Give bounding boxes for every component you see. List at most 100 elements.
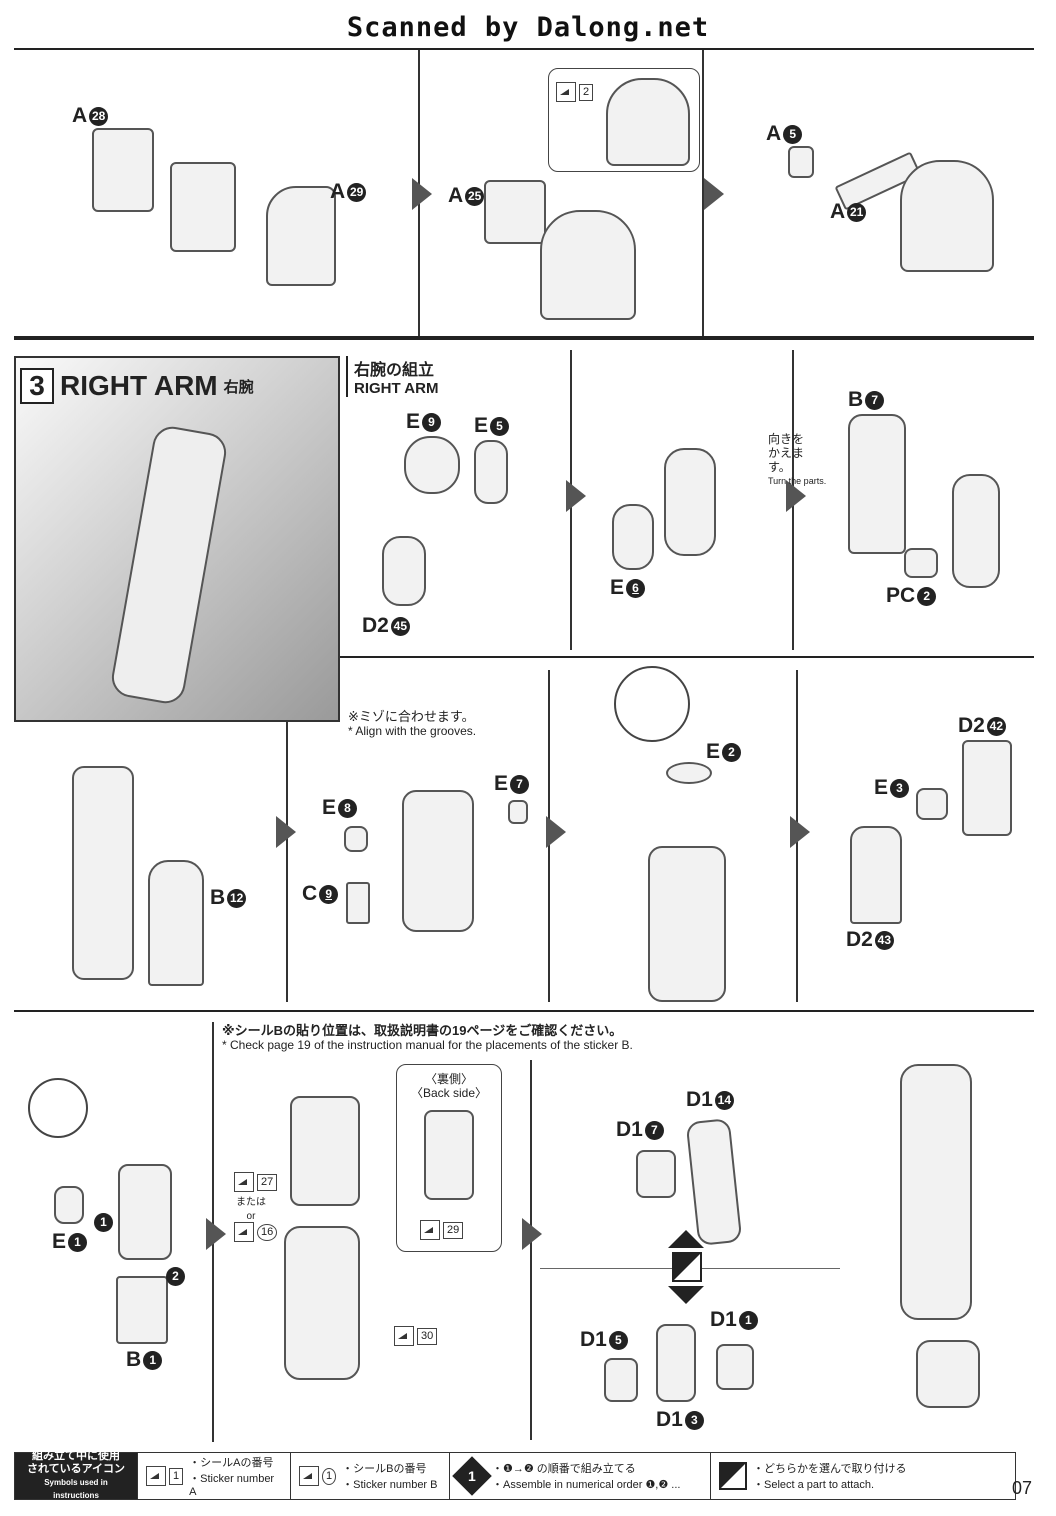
part-d11 (716, 1344, 754, 1390)
legend-order: 1 ・❶→❷ の順番で組み立てる・Assemble in numerical o… (450, 1453, 711, 1499)
step-arrow (786, 480, 806, 512)
sticker-b27: 27 (234, 1172, 278, 1192)
arm-subassembly (72, 766, 134, 980)
section-title-en: RIGHT ARM (60, 370, 218, 401)
sticker-b-note: ※シールBの貼り位置は、取扱説明書の19ページをご確認ください。 * Check… (222, 1023, 633, 1053)
legend-sticker-a: 1 ・シールAの番号・Sticker number A (138, 1453, 291, 1499)
or-note: または or (236, 1196, 266, 1224)
sticker-a2: 2 (556, 82, 594, 102)
step-arrow (546, 816, 566, 848)
sticker-b30: 30 (394, 1326, 438, 1346)
part-d13 (656, 1324, 696, 1402)
sticker-b-icon (234, 1222, 254, 1242)
part-d242 (962, 740, 1012, 836)
sub-heading-jp: 右腕の組立 (354, 362, 435, 379)
groove-note: ※ミゾに合わせます。 * Align with the grooves. (348, 709, 477, 739)
detail-bubble (28, 1078, 88, 1138)
part-b7 (848, 414, 906, 554)
part-e9 (404, 436, 460, 494)
section-title-jp: 右腕 (223, 378, 254, 396)
back-side-label: 〈裏側〉 〈Back side〉 (404, 1072, 494, 1100)
section3-box: 3 RIGHT ARM 右腕 (14, 356, 340, 722)
elbow-assembly (402, 790, 474, 932)
section-title: 3 RIGHT ARM 右腕 (20, 368, 254, 404)
forearm-joint (952, 474, 1000, 588)
hand-base (118, 1164, 172, 1260)
sticker-b-icon (299, 1466, 319, 1486)
order-2: 2 (164, 1264, 185, 1288)
sub-heading: 右腕の組立 RIGHT ARM (346, 356, 438, 397)
or-en: or (246, 1211, 256, 1222)
forearm-part (290, 1096, 360, 1206)
legend-head: 組み立て中に使用 されているアイコン Symbols used in instr… (15, 1450, 138, 1500)
part-b1 (116, 1276, 168, 1344)
step-arrow (566, 480, 586, 512)
part-b12 (148, 860, 204, 986)
right-arm-preview (108, 423, 230, 707)
row1-divider-v2 (702, 50, 704, 336)
part-e1 (54, 1186, 84, 1224)
turn-note-jp: 向きを かえます。 (768, 432, 805, 474)
row3-divider (14, 1010, 1034, 1012)
section-number: 3 (20, 368, 54, 404)
forearm-assembly (284, 1226, 360, 1380)
part-pc2 (904, 548, 938, 578)
row4-divider-v2 (530, 1060, 532, 1440)
part-d114 (685, 1118, 743, 1246)
sticker-a-icon (556, 82, 576, 102)
hand-complete (916, 1340, 980, 1408)
legend-sticker-b: 1 ・シールBの番号・Sticker number B (291, 1453, 450, 1499)
head-assembly (540, 210, 636, 320)
or-jp: または (236, 1197, 266, 1208)
sticker-a-icon (420, 1220, 440, 1240)
part-a28 (92, 128, 154, 212)
shoulder-joint (664, 448, 716, 556)
select-part-icon (672, 1252, 702, 1282)
groove-note-en: * Align with the grooves. (348, 724, 477, 738)
step-arrow (704, 178, 724, 210)
groove-note-jp: ※ミゾに合わせます。 (348, 709, 475, 724)
sticker-b16: 16 (234, 1222, 278, 1242)
part-e6 (612, 504, 654, 570)
legend-choose: ・どちらかを選んで取り付ける・Select a part to attach. (711, 1453, 914, 1499)
choice-arrow-up (668, 1230, 704, 1248)
part-e8 (344, 826, 368, 852)
sticker-a-icon (146, 1466, 166, 1486)
part-d17 (636, 1150, 676, 1198)
part-e2 (666, 762, 712, 784)
upper-arm (648, 846, 726, 1002)
choice-arrow-down (668, 1286, 704, 1304)
part-d245 (382, 536, 426, 606)
page-number: 07 (1011, 1478, 1032, 1498)
sticker-b-note-jp: ※シールBの貼り位置は、取扱説明書の19ページをご確認ください。 (222, 1023, 623, 1038)
back-side-part (424, 1110, 474, 1200)
part-a29 (266, 186, 336, 286)
legend-bar: 組み立て中に使用 されているアイコン Symbols used in instr… (14, 1450, 1016, 1500)
row1-divider (14, 336, 1034, 340)
step-arrow (412, 178, 432, 210)
right-arm-complete (900, 1064, 972, 1320)
step-arrow (790, 816, 810, 848)
row2-divider (336, 656, 1034, 658)
back-en: 〈Back side〉 (410, 1086, 488, 1100)
